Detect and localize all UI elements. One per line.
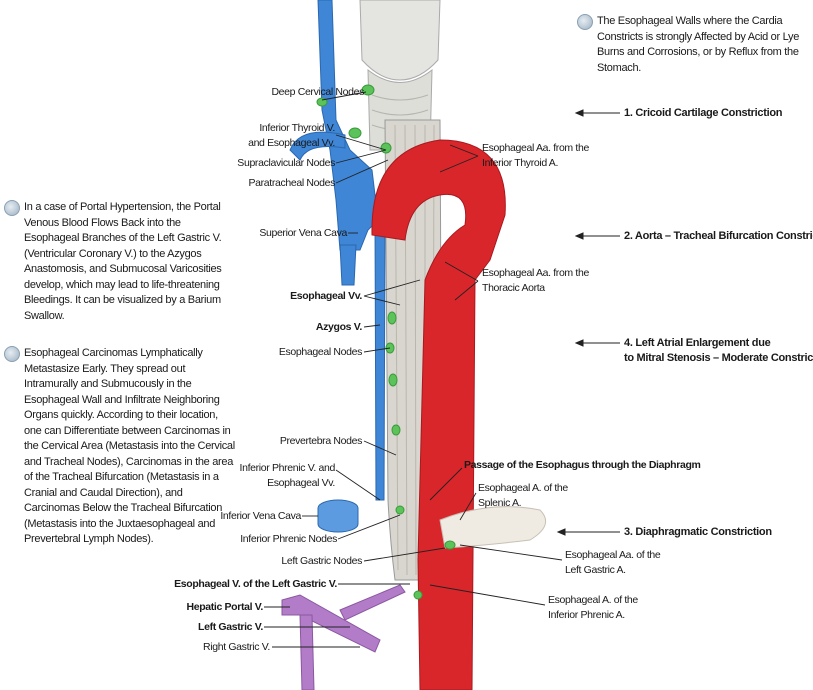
label-left-gastric-nodes: Left Gastric Nodes: [281, 555, 362, 567]
note-cardia: The Esophageal Walls where the Cardia Co…: [577, 14, 802, 76]
info-icon: [4, 200, 20, 216]
label-esophageal-nodes: Esophageal Nodes: [278, 346, 362, 358]
info-icon: [4, 346, 20, 362]
constriction-3: 3. Diaphragmatic Constriction: [624, 526, 772, 538]
label-aa-thoracic-aorta-2: Thoracic Aorta: [482, 282, 545, 294]
label-inferior-phrenic-a-2: Inferior Phrenic A.: [548, 609, 625, 621]
constriction-2: 2. Aorta – Tracheal Bifurcation Constric…: [624, 230, 813, 242]
label-inferior-vena-cava: Inferior Vena Cava: [220, 510, 301, 522]
label-passage-diaphragm: Passage of the Esophagus through the Dia…: [464, 459, 701, 471]
label-inferior-thyroid-v-2: and Esophageal Vv.: [248, 137, 335, 149]
label-splenic-a: Esophageal A. of the: [478, 482, 568, 494]
label-prevertebra-nodes: Prevertebra Nodes: [279, 435, 363, 447]
label-inferior-phrenic-a: Esophageal A. of the: [548, 594, 638, 606]
note-portal-hypertension: In a case of Portal Hypertension, the Po…: [4, 200, 236, 324]
label-supraclavicular-nodes: Supraclavicular Nodes: [237, 157, 335, 169]
lymph-nodes: [316, 84, 456, 600]
label-esophageal-v-left-gastric: Esophageal V. of the Left Gastric V.: [174, 578, 337, 590]
label-left-gastric-a-2: Left Gastric A.: [565, 564, 626, 576]
leader-lines: [264, 91, 563, 648]
label-inferior-phrenic-nodes: Inferior Phrenic Nodes: [240, 533, 337, 545]
label-inferior-phrenic-v: Inferior Phrenic V. and: [239, 462, 336, 474]
label-splenic-a-2: Splenic A.: [478, 497, 522, 509]
label-inferior-thyroid-v: Inferior Thyroid V.: [259, 122, 335, 134]
info-icon: [577, 14, 593, 30]
label-superior-vena-cava: Superior Vena Cava: [259, 227, 347, 239]
label-aa-thoracic-aorta: Esophageal Aa. from the: [482, 267, 589, 279]
stomach: [439, 506, 547, 549]
portal-veins: [281, 584, 406, 690]
label-left-gastric-v: Left Gastric V.: [198, 621, 263, 633]
label-deep-cervical-nodes: Deep Cervical Nodes: [271, 86, 364, 98]
label-paratracheal-nodes: Paratracheal Nodes: [248, 177, 335, 189]
label-aa-inferior-thyroid: Esophageal Aa. from the: [482, 142, 589, 154]
label-aa-inferior-thyroid-2: Inferior Thyroid A.: [482, 157, 559, 169]
label-azygos-v: Azygos V.: [315, 321, 362, 333]
label-left-gastric-a: Esophageal Aa. of the: [565, 549, 661, 561]
constriction-4-line1: 4. Left Atrial Enlargement due: [624, 337, 771, 349]
label-esophageal-vv: Esophageal Vv.: [290, 290, 362, 302]
constriction-4-line2: to Mitral Stenosis – Moderate Constricti…: [624, 352, 813, 364]
constriction-arrows: [556, 109, 620, 536]
note-carcinoma: Esophageal Carcinomas Lymphatically Meta…: [4, 346, 236, 548]
constriction-1: 1. Cricoid Cartilage Constriction: [624, 107, 783, 119]
label-right-gastric-v: Right Gastric V.: [203, 641, 270, 653]
label-hepatic-portal-v: Hepatic Portal V.: [186, 601, 263, 613]
label-inferior-phrenic-v-2: Esophageal Vv.: [267, 477, 335, 489]
